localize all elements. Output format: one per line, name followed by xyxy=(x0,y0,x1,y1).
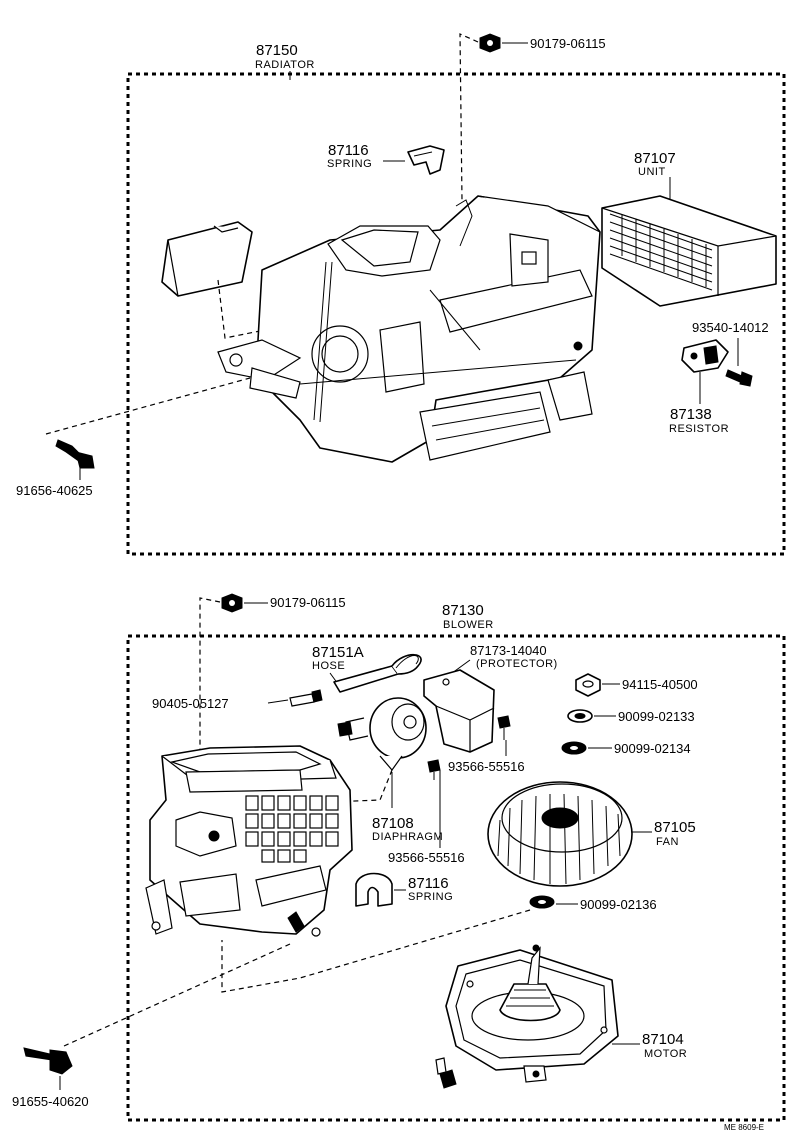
blower-part-number: 87130 xyxy=(442,602,484,619)
nut-right-label: 94115-40500 xyxy=(622,677,698,692)
unit-caption: UNIT xyxy=(638,166,666,178)
duct-cap-icon xyxy=(161,221,253,297)
fitting-icon xyxy=(289,689,323,707)
blower-group: 87130 BLOWER 90179-06115 87151A HOSE 904… xyxy=(12,593,786,1122)
screw-protector-icon xyxy=(497,715,511,740)
protector-caption: (PROTECTOR) xyxy=(476,658,558,670)
blower-motor-icon xyxy=(445,944,619,1083)
bolt-left-bottom-icon xyxy=(23,1047,73,1075)
fitting-label: 90405-05127 xyxy=(152,696,229,711)
spring-bottom-caption: SPRING xyxy=(408,891,453,903)
resistor-screw-label: 93540-14012 xyxy=(692,320,769,335)
motor-part-number: 87104 xyxy=(642,1031,684,1048)
radiator-group: 87150 RADIATOR 90179-06115 87116 SPRING … xyxy=(16,33,786,556)
resistor-icon xyxy=(681,339,729,373)
washer-2-label: 90099-02134 xyxy=(614,741,691,756)
radiator-caption: RADIATOR xyxy=(255,59,315,71)
bolt-left-top-label: 91656-40625 xyxy=(16,483,93,498)
heater-core-unit-icon xyxy=(601,195,777,307)
spring-bottom-part-number: 87116 xyxy=(408,875,449,892)
fan-part-number: 87105 xyxy=(654,819,696,836)
blower-grille xyxy=(245,795,339,863)
nut-right-icon xyxy=(575,673,601,697)
washer-1-label: 90099-02133 xyxy=(618,709,695,724)
washer-1-icon xyxy=(567,709,593,723)
fan-caption: FAN xyxy=(656,836,679,848)
hose-icon xyxy=(333,654,422,693)
nut-top-icon xyxy=(479,33,501,53)
spring-clip-bottom-icon xyxy=(355,872,393,907)
motor-caption: MOTOR xyxy=(644,1048,687,1060)
diaphragm-part-number: 87108 xyxy=(372,815,414,832)
unit-part-number: 87107 xyxy=(634,150,676,167)
blower-housing-icon xyxy=(145,745,353,937)
spring-top-part-number: 87116 xyxy=(328,142,369,159)
radiator-part-number: 87150 xyxy=(256,42,298,59)
screw-protector-label: 93566-55516 xyxy=(448,759,525,774)
bolt-left-top-icon xyxy=(55,439,95,469)
nut-blower-icon xyxy=(221,593,243,613)
blower-fan-icon xyxy=(487,781,633,887)
spring-top-caption: SPRING xyxy=(327,158,372,170)
spring-clip-icon xyxy=(407,145,445,175)
blower-frame xyxy=(126,634,786,1122)
protector-part-number: 87173-14040 xyxy=(470,643,547,658)
protector-icon xyxy=(423,669,495,753)
heater-housing-icon xyxy=(217,195,601,463)
washer-3-icon xyxy=(529,895,555,909)
radiator-frame xyxy=(126,72,786,556)
resistor-screw-icon xyxy=(725,369,753,387)
hose-caption: HOSE xyxy=(312,660,345,672)
diaphragm-caption: DIAPHRAGM xyxy=(372,831,443,843)
washer-3-label: 90099-02136 xyxy=(580,897,657,912)
resistor-caption: RESISTOR xyxy=(669,423,729,435)
blower-caption: BLOWER xyxy=(443,619,494,631)
screw-diaphragm-label: 93566-55516 xyxy=(388,850,465,865)
screw-diaphragm-icon xyxy=(427,759,441,780)
washer-2-icon xyxy=(561,741,587,755)
resistor-part-number: 87138 xyxy=(670,406,712,423)
diaphragm-icon xyxy=(337,697,427,771)
hose-part-number: 87151A xyxy=(312,644,364,661)
nut-top-label: 90179-06115 xyxy=(530,36,606,51)
nut-blower-label: 90179-06115 xyxy=(270,595,346,610)
footer-code: ME 8609-E xyxy=(724,1123,764,1132)
motor-screw-icon xyxy=(435,1057,457,1089)
bolt-left-bottom-label: 91655-40620 xyxy=(12,1094,89,1109)
